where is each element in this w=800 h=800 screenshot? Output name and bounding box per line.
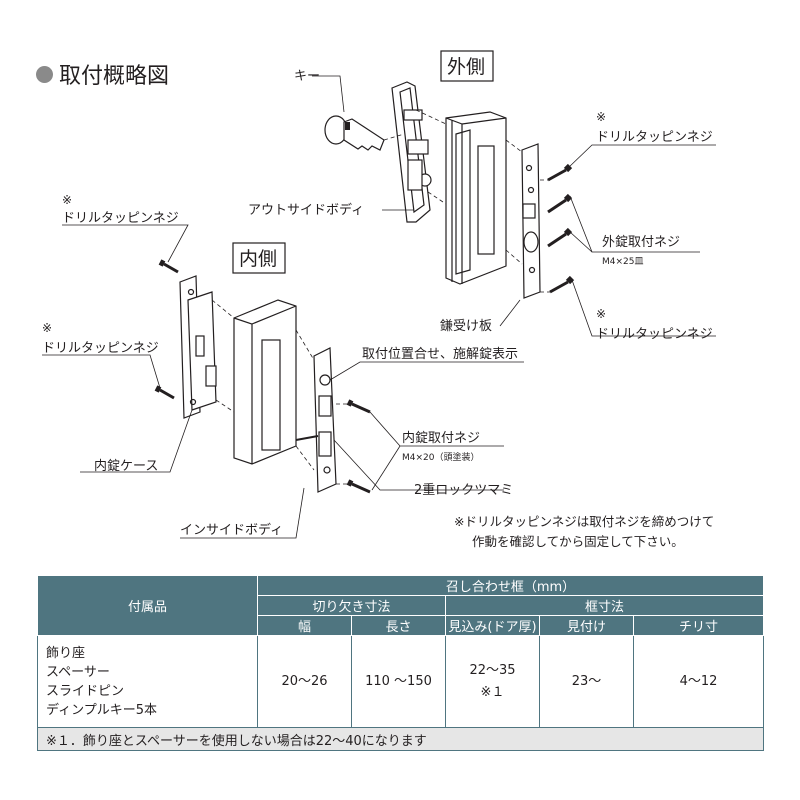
outer-side-label: 外側: [447, 56, 485, 78]
asterisk-mark: ※: [62, 193, 72, 207]
accessories-cell: 飾り座 スペーサー スライドピン ディンプルキー5本: [37, 635, 258, 728]
inner-lock-screw-icon: [346, 399, 371, 494]
page-title: 取付概略図: [36, 58, 169, 90]
outer-lock-screw-icon: [547, 193, 573, 248]
key-icon: [324, 115, 385, 151]
inner-lock-case-label: 内錠ケース: [94, 458, 158, 474]
inner-lock-screw-label: 内錠取付ネジ: [402, 430, 480, 446]
alignment-lines-inner: [211, 299, 352, 485]
width-header: 幅: [257, 615, 352, 636]
frame-dim-header: 框寸法: [444, 595, 765, 616]
accessories-header: 付属品: [37, 575, 258, 636]
alignment-indicator-label: 取付位置合せ、施解錠表示: [362, 347, 518, 362]
list-item: ディンプルキー5本: [46, 702, 157, 718]
inner-side-box: [232, 242, 286, 274]
list-item: 飾り座: [46, 645, 86, 661]
footnote: ※１．飾り座とスペーサーを使用しない場合は22〜40になります: [36, 727, 765, 751]
chiri-header: チリ寸: [632, 615, 765, 636]
double-lock-knob-label: 2重ロックツマミ: [414, 482, 513, 498]
alignment-lines: [383, 109, 550, 293]
inner-side-label: 内側: [239, 248, 277, 270]
drill-screw-label-lower: ドリルタッピンネジ: [42, 341, 159, 356]
width-value: 20〜26: [257, 635, 352, 728]
inside-body-part: [313, 347, 337, 493]
asterisk-mark: ※: [596, 110, 606, 124]
inner-lock-screw-size: M4×20（頭塗装）: [402, 451, 480, 463]
outer-lock-screw-size: M4×25皿: [602, 257, 644, 267]
list-item: スライドピン: [46, 683, 125, 699]
asterisk-mark: ※: [596, 307, 606, 321]
outside-body-part: [391, 81, 432, 223]
footnote-row: ※１．飾り座とスペーサーを使用しない場合は22〜40になります: [36, 727, 765, 751]
outer-frame-profile: [445, 111, 507, 285]
table-row: 飾り座 スペーサー スライドピン ディンプルキー5本 20〜26 110 〜15…: [37, 635, 765, 728]
depth-value: 22〜35 ※１: [445, 635, 540, 728]
cutout-header: 切り欠き寸法: [257, 595, 446, 616]
outer-side-box: [440, 50, 494, 82]
page-title-text: 取付概略図: [59, 64, 170, 89]
key-label: キー: [294, 69, 320, 84]
inside-body-label: インサイドボディ: [180, 522, 283, 538]
depth-note: ※１: [480, 684, 505, 700]
frame-header: 召し合わせ框（mm）: [256, 575, 765, 596]
face-value: 23〜: [539, 635, 634, 728]
spindle-part: [295, 435, 319, 441]
bullet-dot-icon: [36, 65, 53, 83]
outside-body-label: アウトサイドボディ: [248, 202, 364, 218]
list-item: スペーサー: [46, 664, 110, 680]
chiri-value: 4〜12: [632, 635, 765, 728]
drill-screw-label-right: ドリルタッピンネジ: [596, 327, 713, 342]
spec-table: 付属品 召し合わせ框（mm） 切り欠き寸法 框寸法 幅 長さ 見込み(ドア厚) …: [36, 575, 765, 751]
depth-header: 見込み(ドア厚): [445, 615, 540, 636]
length-value: 110 〜150: [351, 635, 446, 728]
drill-screw-icon: [154, 259, 179, 400]
leader-lines-inner: [42, 224, 524, 539]
strike-plate-label: 鎌受け板: [440, 319, 492, 334]
strike-plate-part: [521, 143, 541, 299]
asterisk-mark: ※: [42, 321, 52, 335]
length-header: 長さ: [351, 615, 446, 636]
note-line-2: 作動を確認してから固定して下さい。: [472, 534, 684, 549]
drill-screw-label-left: ドリルタッピンネジ: [62, 211, 179, 226]
drill-screw-label-top: ドリルタッピンネジ: [596, 130, 713, 145]
outer-lock-screw-label: 外錠取付ネジ: [602, 235, 680, 250]
inner-lock-case-part: [179, 275, 217, 419]
note-line-1: ※ドリルタッピンネジは取付ネジを締めつけて: [454, 514, 715, 529]
leader-lines-outer: [312, 75, 716, 337]
exploded-lock-diagram: 外側 内側 キー アウトサイドボディ ※ ドリルタッピンネジ 外錠取付ネジ M4…: [42, 50, 716, 539]
inner-frame-profile: [233, 299, 297, 465]
installation-note: ※ドリルタッピンネジは取付ネジを締めつけて 作動を確認してから固定して下さい。: [454, 512, 714, 552]
face-header: 見付け: [539, 615, 634, 636]
